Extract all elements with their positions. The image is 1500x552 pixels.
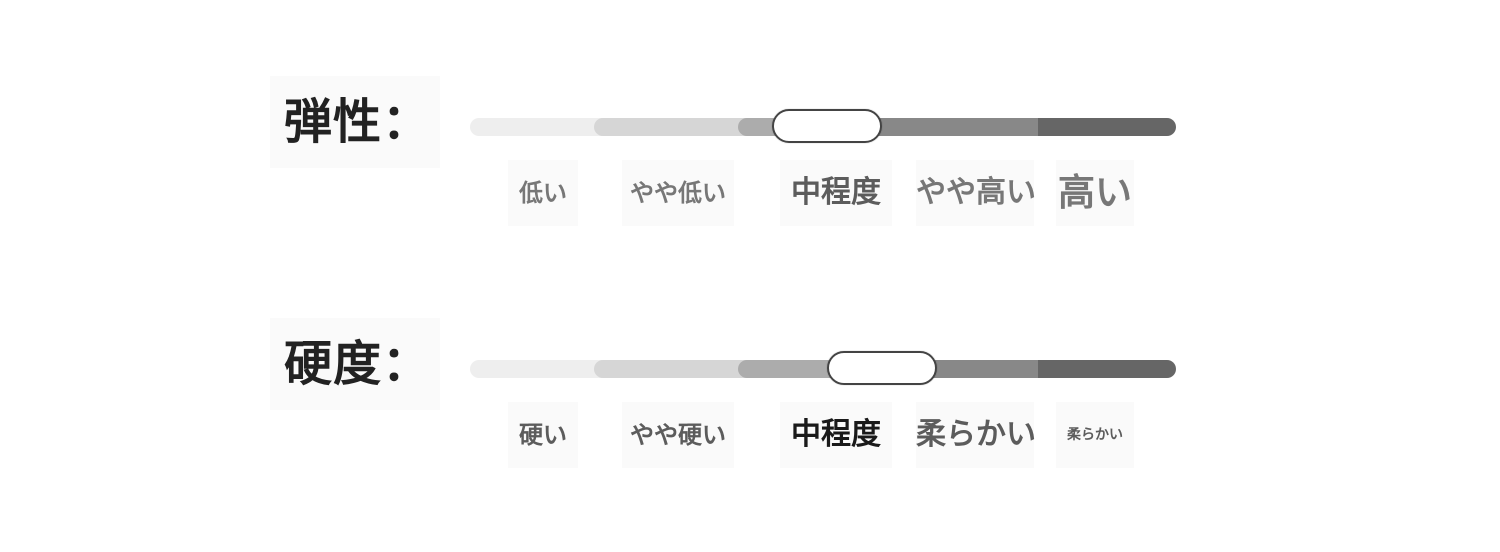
hardness-tick-labels: 硬い やや硬い 中程度 柔らかい 柔らかい <box>470 402 1176 468</box>
track-segment-1 <box>470 360 610 378</box>
elasticity-label: 弾性： <box>270 76 440 168</box>
tick-label-medium: 中程度 <box>780 402 892 468</box>
track-segment-4 <box>874 118 1038 136</box>
elasticity-slider-track[interactable] <box>470 109 1176 143</box>
track-segment-2 <box>594 118 754 136</box>
tick-label-somewhat-high: やや高い <box>916 160 1036 226</box>
hardness-label: 硬度： <box>270 318 440 410</box>
elasticity-tick-labels: 低い やや低い 中程度 やや高い 高い <box>470 160 1176 226</box>
tick-label-somewhat-hard: やや硬い <box>622 402 734 468</box>
tick-label-very-soft: 柔らかい <box>1056 402 1134 468</box>
track-segment-2 <box>594 360 754 378</box>
track-segment-5 <box>1022 118 1176 136</box>
track-segment-5 <box>1022 360 1176 378</box>
tick-label-low: 低い <box>508 160 578 226</box>
tick-label-medium: 中程度 <box>780 160 892 226</box>
tick-label-hard: 硬い <box>508 402 578 468</box>
tick-label-high: 高い <box>1056 160 1134 226</box>
hardness-slider-track[interactable] <box>470 351 1176 385</box>
tick-label-soft: 柔らかい <box>916 402 1036 468</box>
hardness-slider-knob[interactable] <box>827 351 937 385</box>
elasticity-slider-knob[interactable] <box>772 109 882 143</box>
track-segment-1 <box>470 118 610 136</box>
tick-label-somewhat-low: やや低い <box>622 160 734 226</box>
